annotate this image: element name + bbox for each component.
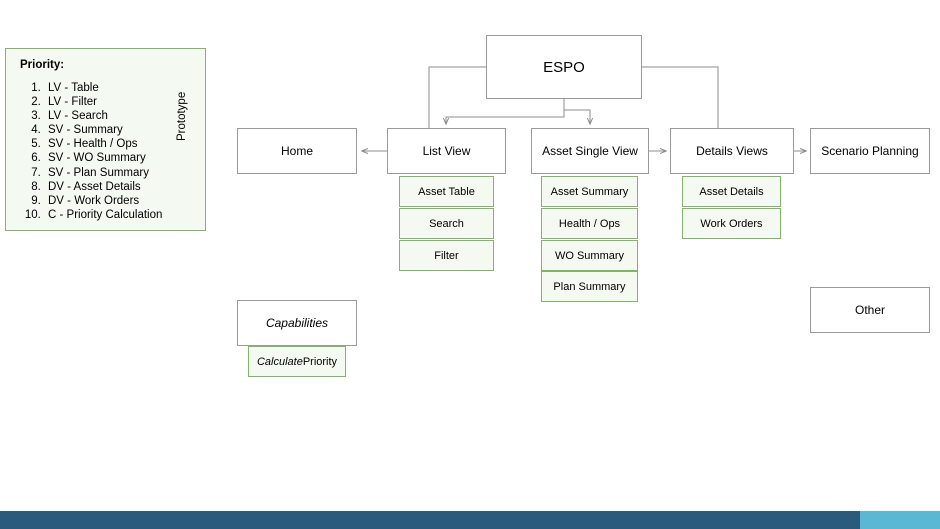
priority-item: LV - Table [44,81,162,95]
calculate-priority-italic-part: Calculate [256,355,303,368]
priority-item: LV - Filter [44,95,162,109]
priority-item: DV - Work Orders [44,194,162,208]
node-home[interactable]: Home [237,128,357,174]
node-other[interactable]: Other [810,287,930,333]
priority-legend-list: LV - Table LV - Filter LV - Search SV - … [20,81,162,222]
priority-legend-title: Priority: [20,59,65,71]
node-scenario-planning[interactable]: Scenario Planning [810,128,930,174]
connector-espo-assetsingleview [563,99,590,124]
priority-item: SV - Health / Ops [44,137,162,151]
connector-espo-listview [446,99,565,124]
footer-bar-primary [0,511,860,529]
priority-item: SV - Plan Summary [44,166,162,180]
node-plan-summary[interactable]: Plan Summary [541,271,638,302]
node-health-ops[interactable]: Health / Ops [541,208,638,239]
node-asset-single-view[interactable]: Asset Single View [531,128,649,174]
node-wo-summary[interactable]: WO Summary [541,240,638,271]
priority-item: SV - WO Summary [44,151,162,165]
node-calculate-priority[interactable]: Calculate Priority [248,346,346,377]
calculate-priority-regular-part: Priority [302,355,338,368]
priority-item: SV - Summary [44,123,162,137]
priority-item: C - Priority Calculation [44,208,162,222]
node-espo[interactable]: ESPO [486,35,642,99]
node-asset-summary[interactable]: Asset Summary [541,176,638,207]
node-asset-table[interactable]: Asset Table [399,176,494,207]
prototype-rotated-label: Prototype [176,91,188,141]
node-asset-details[interactable]: Asset Details [682,176,781,207]
priority-item: LV - Search [44,109,162,123]
priority-item: DV - Asset Details [44,180,162,194]
node-work-orders[interactable]: Work Orders [682,208,781,239]
node-capabilities[interactable]: Capabilities [237,300,357,346]
node-list-view[interactable]: List View [387,128,506,174]
node-details-views[interactable]: Details Views [670,128,794,174]
node-filter[interactable]: Filter [399,240,494,271]
priority-legend-panel: Priority: LV - Table LV - Filter LV - Se… [5,48,206,231]
footer-bar-accent [860,511,940,529]
connector-espo-detailsviews [642,66,719,128]
node-search[interactable]: Search [399,208,494,239]
